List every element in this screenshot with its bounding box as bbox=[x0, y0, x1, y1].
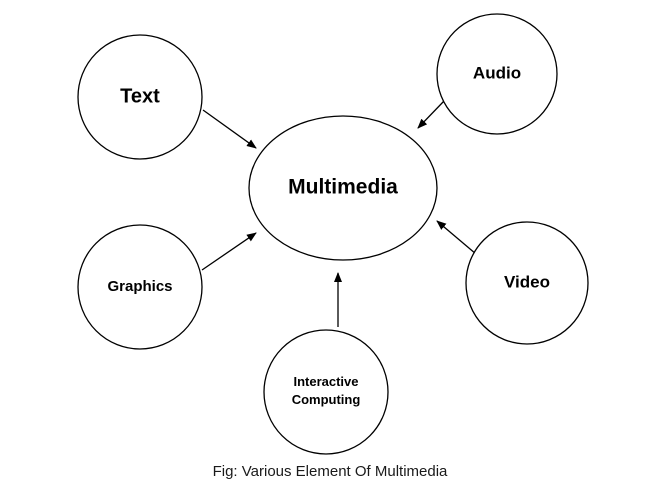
video-circle bbox=[465, 221, 589, 345]
text-circle bbox=[77, 34, 203, 160]
video-label: Video bbox=[504, 272, 550, 291]
center-node-multimedia: Multimedia bbox=[248, 115, 438, 261]
audio-circle bbox=[436, 13, 558, 135]
figure-caption: Fig: Various Element Of Multimedia bbox=[212, 463, 448, 480]
interactive-computing-circle bbox=[263, 329, 389, 455]
node-graphics: Graphics bbox=[77, 224, 203, 350]
graphics-circle bbox=[77, 224, 203, 350]
node-audio: Audio bbox=[436, 13, 558, 135]
arrow-text-to-multimedia bbox=[202, 109, 257, 149]
node-text: Text bbox=[77, 34, 203, 160]
arrow-graphics-to-multimedia bbox=[201, 232, 257, 271]
node-video: Video bbox=[465, 221, 589, 345]
multimedia-circle bbox=[248, 115, 438, 261]
multimedia-label: Multimedia bbox=[288, 176, 398, 199]
arrow-audio-to-multimedia bbox=[417, 100, 445, 129]
edges-layer bbox=[201, 100, 477, 327]
audio-label: Audio bbox=[473, 63, 521, 82]
interactive-computing-label-line: Interactive bbox=[293, 375, 358, 390]
interactive-computing-label-line: Computing bbox=[292, 392, 361, 407]
arrow-video-to-multimedia bbox=[436, 220, 477, 255]
text-label: Text bbox=[120, 85, 160, 107]
graphics-label: Graphics bbox=[107, 278, 172, 295]
